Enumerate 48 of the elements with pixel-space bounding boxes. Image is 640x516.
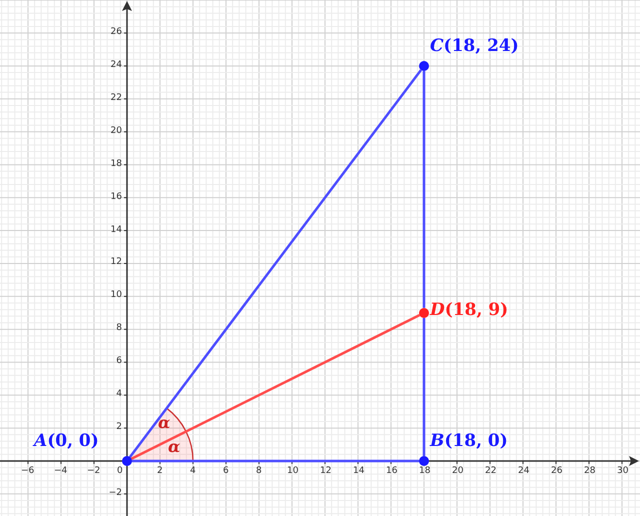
tick-label: −6 (21, 466, 34, 476)
tick-label: 16 (110, 192, 122, 202)
line-segment (422, 318, 426, 456)
tick-label: 16 (386, 466, 398, 476)
tick-label: 20 (110, 126, 122, 136)
tick-label: 10 (287, 466, 298, 476)
tick-label: −2 (108, 488, 122, 498)
tick-label: 6 (223, 466, 229, 476)
tick-label: 22 (485, 466, 496, 476)
line-segment (129, 69, 422, 458)
tick-label: 26 (110, 27, 122, 38)
tick-label: 14 (110, 224, 122, 235)
tick-label: 4 (115, 389, 122, 400)
tick-label: 28 (584, 466, 596, 476)
tick-label: 8 (256, 466, 262, 476)
tick-label: 26 (551, 466, 562, 476)
tick-label: 22 (110, 92, 122, 103)
tick-label: 12 (110, 257, 122, 268)
point-label: B(18, 0) (430, 431, 508, 451)
tick-label: 8 (115, 323, 122, 334)
point-marker (419, 308, 429, 318)
tick-label: 12 (320, 466, 332, 476)
tick-label: 20 (452, 466, 464, 476)
tick-label: 2 (157, 466, 163, 476)
angle-label: α (168, 437, 180, 456)
tick-label: 24 (518, 466, 530, 476)
point-marker (419, 456, 429, 466)
tick-label: 18 (419, 466, 430, 476)
line-segment (132, 460, 419, 462)
tick-label: 10 (110, 290, 122, 300)
angle-label: α (158, 413, 170, 432)
tick-label: 30 (617, 466, 628, 476)
line-segment (130, 314, 420, 460)
tick-label: 18 (110, 158, 122, 169)
tick-label: −2 (87, 466, 100, 476)
tick-label: 0 (117, 466, 123, 476)
point-marker (122, 456, 132, 466)
point-label: C(18, 24) (430, 36, 519, 56)
tick-label: −4 (54, 466, 68, 476)
tick-label: 24 (110, 60, 122, 70)
tick-label: 6 (115, 356, 122, 366)
line-segment (422, 70, 426, 308)
point-label: D(18, 9) (430, 300, 508, 320)
tick-label: 4 (190, 466, 196, 476)
tick-label: 14 (353, 466, 364, 476)
tick-label: 2 (115, 422, 122, 432)
point-marker (419, 60, 429, 71)
point-label: A(0, 0) (34, 431, 99, 451)
